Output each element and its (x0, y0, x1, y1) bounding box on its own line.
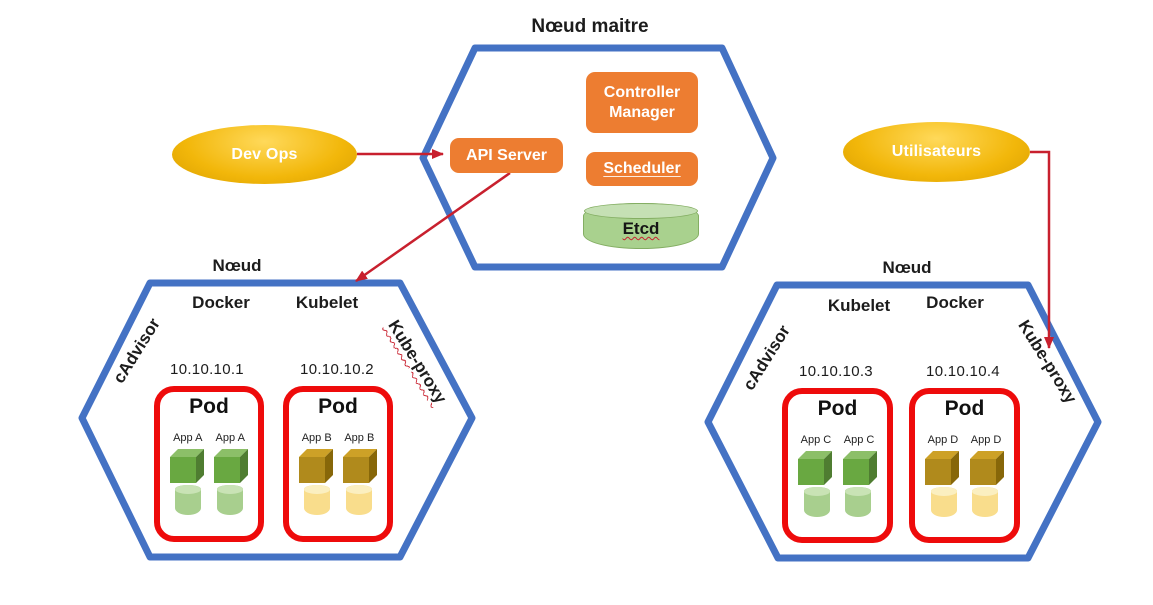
app-label: App C (800, 434, 832, 446)
master-node-title: Nœud maitre (531, 16, 649, 37)
devops-label: Dev Ops (231, 145, 298, 163)
controller-manager-box: Controller Manager (586, 72, 698, 133)
pod-box: Pod App B App B (283, 386, 393, 542)
kubelet-label: Kubelet (827, 296, 891, 315)
kubelet-label: Kubelet (295, 293, 359, 312)
pod-title: Pod (318, 395, 358, 418)
api-server-box: API Server (450, 138, 563, 173)
pod-ip-label: 10.10.10.4 (926, 363, 1000, 380)
pod-ip-label: 10.10.10.3 (799, 363, 873, 380)
etcd-label: Etcd (622, 219, 660, 238)
volume-cylinder (304, 485, 331, 515)
volume-cylinder (216, 485, 243, 515)
app-label: App D (927, 434, 959, 446)
worker-node-2-hexagon (704, 281, 1102, 562)
pod-box: Pod App A App A (154, 386, 264, 542)
volume-cylinder (972, 487, 999, 517)
users-label: Utilisateurs (891, 143, 982, 160)
container-cube (798, 451, 833, 485)
pod-ip-label: 10.10.10.1 (170, 361, 244, 378)
container-cube (214, 449, 248, 483)
pod-title: Pod (189, 395, 229, 418)
devops-ellipse: Dev Ops (172, 125, 357, 184)
pod-title: Pod (944, 397, 985, 420)
volume-cylinder (803, 487, 830, 517)
app-label: App A (215, 432, 245, 444)
container-cube (343, 449, 377, 483)
app-label: App B (301, 432, 332, 444)
master-node-hexagon (419, 44, 777, 271)
api-to-kubelet-arrow (355, 171, 511, 283)
pod-title: Pod (817, 397, 858, 420)
api-server-label: API Server (466, 146, 547, 164)
pod-ip-label: 10.10.10.2 (300, 361, 374, 378)
controller-manager-label: Controller Manager (603, 83, 681, 121)
scheduler-box: Scheduler (586, 152, 698, 186)
volume-cylinder (345, 485, 372, 515)
container-cube (969, 451, 1004, 485)
worker-node-title: Nœud (212, 256, 262, 275)
volume-cylinder (845, 487, 872, 517)
users-ellipse: Utilisateurs (843, 122, 1030, 182)
volume-cylinder (175, 485, 202, 515)
app-label: App D (970, 434, 1002, 446)
app-label: App C (843, 434, 875, 446)
container-cube (170, 449, 204, 483)
users-to-kubeproxy-arrow (1030, 150, 1054, 349)
app-label: App B (344, 432, 375, 444)
pod-box: Pod App C App C (782, 388, 893, 543)
worker-node-1-hexagon (78, 279, 476, 561)
volume-cylinder (930, 487, 957, 517)
docker-label: Docker (926, 293, 984, 312)
pod-box: Pod App D App D (909, 388, 1020, 543)
worker-node-title: Nœud (882, 258, 932, 277)
container-cube (299, 449, 333, 483)
scheduler-label: Scheduler (603, 160, 681, 177)
docker-label: Docker (192, 293, 250, 312)
etcd-cylinder: Etcd (583, 203, 699, 249)
app-label: App A (173, 432, 203, 444)
container-cube (842, 451, 877, 485)
container-cube (925, 451, 960, 485)
